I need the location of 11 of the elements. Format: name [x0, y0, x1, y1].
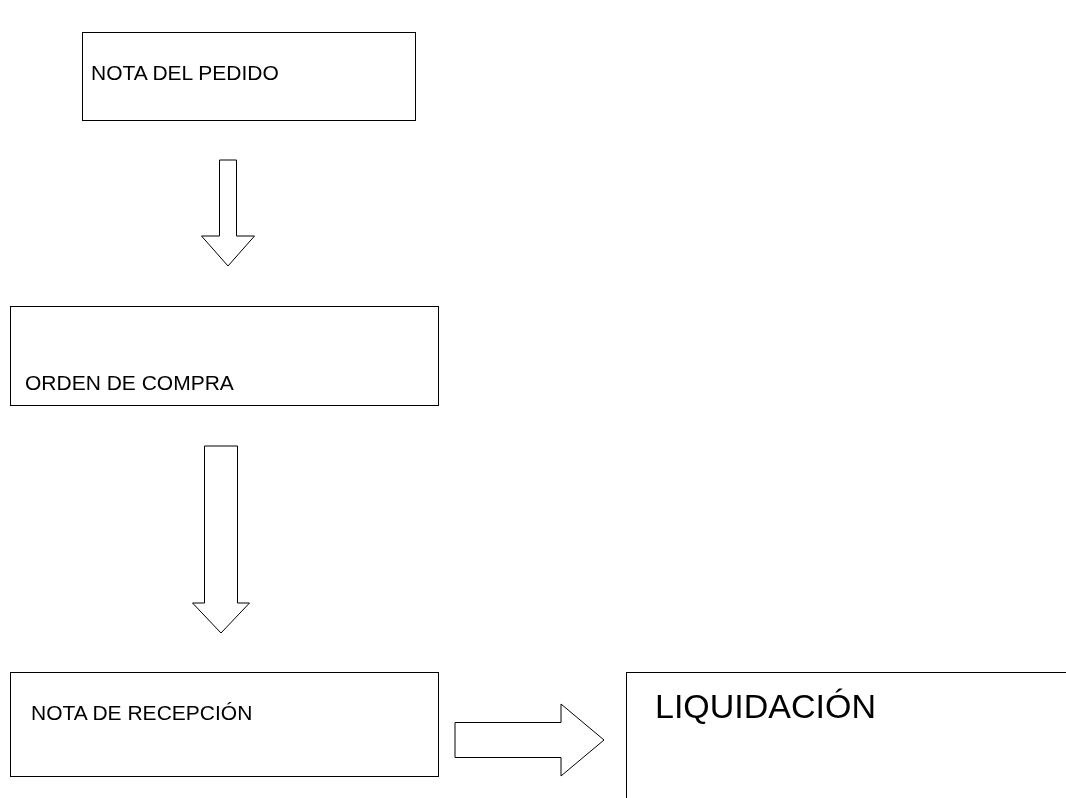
block-arrow [192, 445, 250, 634]
block-arrow [454, 703, 605, 777]
box-label: NOTA DE RECEPCIÓN [31, 701, 253, 725]
process-box [82, 32, 416, 121]
process-box [10, 306, 439, 406]
block-arrow [201, 159, 255, 267]
process-box [10, 672, 439, 777]
process-box [626, 672, 1066, 798]
box-label: ORDEN DE COMPRA [25, 371, 234, 395]
box-label: NOTA DEL PEDIDO [91, 61, 279, 85]
box-label: LIQUIDACIÓN [655, 687, 877, 726]
